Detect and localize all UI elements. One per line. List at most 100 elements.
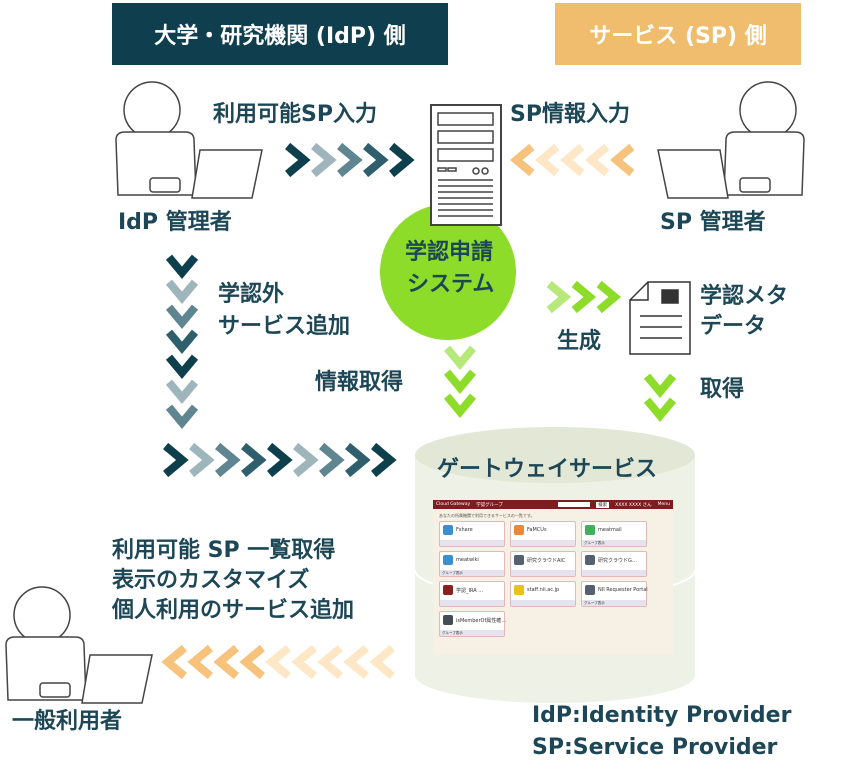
chevron-arrow-icon [189,442,215,478]
chevron-arrow-icon [165,329,199,355]
screenshot-search-input [558,502,591,507]
chevron-arrow-icon [319,442,345,478]
service-icon [443,615,453,625]
tile-footer: グループ表示 [440,630,504,636]
chevron-arrow-icon [389,142,415,178]
chevron-arrow-icon [345,442,371,478]
service-icon [514,555,524,565]
chevron-arrow-icon [534,143,560,177]
tile-footer: グループ表示 [582,540,646,546]
flow-arrows [161,142,677,680]
metadata-label-line1: 学認メタ [700,284,789,309]
gateway-screenshot: Cloud Gateway 学認グループ 検索 XXXX XXXX さん Men… [433,500,673,655]
screenshot-user: XXXX XXXX さん [615,502,652,508]
legend-idp: IdP:Identity Provider [532,703,792,728]
screenshot-tile: meatmail グループ表示 [581,521,647,547]
tile-name: Fshare [456,527,473,533]
screenshot-tile: 学認_IRA … [439,581,505,607]
chevron-arrow-icon [187,644,213,680]
idp-admin-label: IdP 管理者 [118,210,232,235]
chevron-arrow-icon [596,280,622,314]
idp-admin-person-icon [115,81,263,199]
chevron-arrow-icon [265,644,291,680]
chevron-arrow-icon [165,279,199,305]
tile-name: isMemberOf属性確… [456,618,507,624]
general-user-person-icon [5,586,153,704]
fetch-label: 取得 [700,377,745,402]
chevron-arrow-icon [559,143,585,177]
chevron-arrow-icon [443,345,477,371]
tile-group-display: グループ表示 [584,541,605,545]
generate-label: 生成 [557,329,602,354]
sp-admin-person-icon [657,81,805,199]
screenshot-tile: 研究クラウドAIC [510,551,576,577]
tile-footer [511,570,575,576]
screenshot-tile: Fshare [439,521,505,547]
server-icon [430,104,502,226]
chevron-arrow-icon [343,644,369,680]
tile-footer [511,600,575,606]
screenshot-tile: staff.nii.ac.jp [510,581,576,607]
idp-side-header: 大学・研究機関 (IdP) 側 [112,3,448,65]
screenshot-tile: meatwiki グループ表示 [439,551,505,577]
service-icon [514,525,524,535]
chevron-arrow-icon [546,280,572,314]
screenshot-intro: あなたの所属機関で利用できるサービスの一覧です。 [439,513,535,518]
service-icon [514,585,524,595]
screenshot-menu: Menu [657,502,670,507]
sp-admin-label: SP 管理者 [660,210,766,235]
chevron-arrow-icon [239,644,265,680]
chevron-arrow-icon [643,397,677,423]
user-action-3: 個人利用のサービス追加 [112,598,355,623]
tile-name: NII Requester Portal [598,587,648,593]
service-icon [585,525,595,535]
chevron-arrow-icon [443,369,477,395]
system-label-line2: システム [407,272,495,297]
screenshot-tile: FaMCUs [510,521,576,547]
add-external-label-line2: サービス追加 [218,314,351,339]
chevron-arrow-icon [165,354,199,380]
chevron-arrow-icon [509,143,535,177]
tile-name: 学認_IRA … [456,588,484,594]
service-icon [585,585,595,595]
screenshot-header-bar: Cloud Gateway 学認グループ 検索 XXXX XXXX さん Men… [433,500,673,509]
service-icon [443,585,453,595]
chevron-arrow-icon [165,379,199,405]
chevron-arrow-icon [165,404,199,430]
tile-name: meatwiki [456,557,479,563]
tile-group-display: グループ表示 [442,571,463,575]
service-icon [443,555,453,565]
tile-footer [582,570,646,576]
tile-footer [440,600,504,606]
chevron-arrow-icon [165,254,199,280]
gateway-label: ゲートウェイサービス [437,457,658,482]
service-icon [585,555,595,565]
general-user-label: 一般利用者 [12,709,123,734]
add-external-label-line1: 学認外 [218,282,285,307]
chevron-arrow-icon [161,644,187,680]
metadata-document-icon [629,281,691,355]
tile-footer [511,540,575,546]
tile-group-display: グループ表示 [442,631,463,635]
chevron-arrow-icon [215,442,241,478]
chevron-arrow-icon [165,304,199,330]
service-icon [443,525,453,535]
chevron-arrow-icon [163,442,189,478]
legend: IdP:Identity Provider SP:Service Provide… [532,700,791,764]
legend-sp: SP:Service Provider [532,735,778,760]
chevron-arrow-icon [293,442,319,478]
available-sp-input-label: 利用可能SP入力 [213,102,377,127]
tile-group-display: グループ表示 [584,601,605,605]
metadata-label-line2: データ [700,314,767,339]
chevron-arrow-icon [291,644,317,680]
tile-name: meatmail [598,527,622,533]
chevron-arrow-icon [311,142,337,178]
tile-footer: グループ表示 [582,600,646,606]
screenshot-group: 学認グループ [476,502,503,508]
user-action-1: 利用可能 SP 一覧取得 [112,538,336,563]
screenshot-tile: isMemberOf属性確… グループ表示 [439,611,507,637]
system-circle [380,204,516,340]
chevron-arrow-icon [371,442,397,478]
chevron-arrow-icon [317,644,343,680]
